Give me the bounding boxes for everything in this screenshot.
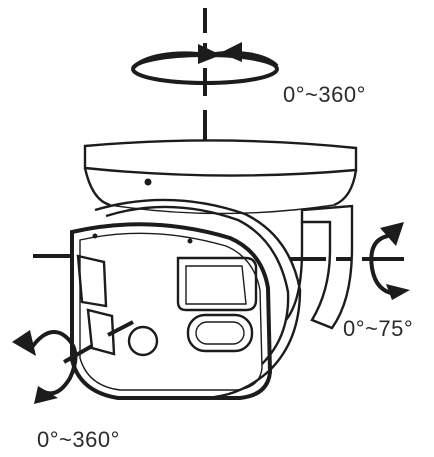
rotate-arrow-icon — [12, 330, 78, 404]
camera-front-panel — [70, 222, 273, 400]
tilt-range-label: 0°~75° — [343, 316, 414, 341]
tilt-arrow-icon — [369, 222, 410, 300]
left-module — [76, 254, 159, 357]
rotate-axis — [63, 320, 134, 364]
pan-rotation-arrow-icon — [131, 42, 279, 85]
lens-window — [186, 313, 254, 353]
rotate-range-label: 0°~360° — [37, 427, 120, 452]
camera-housing — [94, 198, 302, 400]
pan-range-label: 0°~360° — [283, 82, 366, 107]
sensor-window — [176, 256, 258, 312]
tilt-bracket — [285, 204, 354, 330]
